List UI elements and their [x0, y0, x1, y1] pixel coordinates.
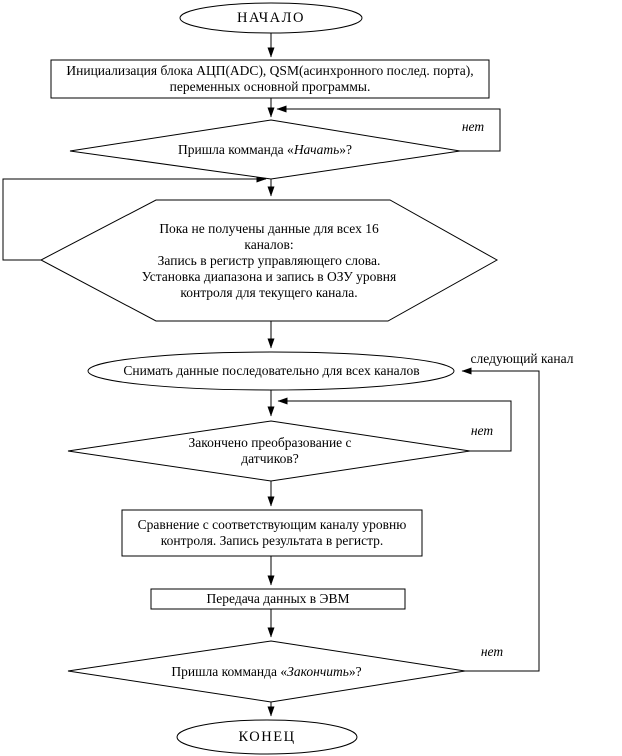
loop-next-channel — [461, 367, 540, 672]
end-terminator-shape — [176, 719, 358, 755]
hex-line-4: Установка диапазона и запись в ОЗУ уровн… — [141, 268, 397, 284]
decision-conversion-label: Закончено преобразование с датчиков? — [68, 421, 472, 481]
decision-start-word: Начать — [293, 141, 340, 157]
transmit-process-shape — [150, 588, 406, 610]
preparation-hexagon-label: Пока не получены данные для всех 16 кана… — [41, 200, 497, 321]
no-label-conversion: нет — [470, 423, 494, 438]
decision-conversion-shape — [67, 420, 471, 482]
decision-start-prefix: Пришла комманда « — [178, 141, 294, 157]
hex-line-3: Запись в регистр управляющего слова. — [157, 252, 381, 268]
compare-line-1: Сравнение с соответствующим каналу уровн… — [137, 517, 407, 532]
conversion-line-1: Закончено преобразование с — [188, 435, 352, 450]
acquire-ellipse-shape — [87, 351, 455, 391]
hex-line-1: Пока не получены данные для всех 16 — [159, 220, 379, 236]
init-line-1: Инициализация блока АЦП(ADC), QSM(асинхр… — [66, 63, 474, 78]
start-terminator-shape — [179, 2, 363, 34]
conversion-line-2: датчиков? — [241, 451, 299, 466]
no-label-start: нет — [461, 119, 485, 134]
decision-finish-label: Пришла комманда «Закончить»? — [68, 641, 465, 702]
hex-line-5: контроля для текущего канала. — [180, 284, 358, 300]
decision-finish-prefix: Пришла комманда « — [171, 663, 288, 679]
loop-no-conversion — [277, 397, 512, 452]
no-label-finish: нет — [480, 644, 504, 659]
acquire-ellipse-label: Снимать данные последовательно для всех … — [123, 363, 420, 378]
decision-finish-shape — [67, 640, 466, 703]
compare-line-2: контроля. Запись результата в регистр. — [160, 533, 384, 548]
hex-line-2: каналов: — [244, 236, 294, 252]
decision-start-suffix: »? — [339, 141, 352, 157]
transmit-process-label: Передача данных в ЭВМ — [206, 591, 350, 606]
next-channel-label: следующий канал — [470, 350, 574, 366]
init-line-2: переменных основной программы. — [169, 79, 371, 94]
preparation-hexagon-shape — [39, 199, 499, 322]
compare-process-shape — [121, 509, 423, 557]
start-terminator-label: НАЧАЛО — [237, 10, 305, 26]
decision-finish-suffix: »? — [348, 663, 362, 679]
decision-start-shape — [69, 119, 461, 180]
end-terminator-label: КОНЕЦ — [238, 729, 296, 745]
loop-no-start — [276, 105, 501, 152]
decision-start-label: Пришла комманда «Начать»? — [70, 120, 460, 179]
compare-process-label: Сравнение с соответствующим каналу уровн… — [122, 510, 422, 556]
decision-finish-word: Закончить — [287, 663, 349, 679]
init-process-label: Инициализация блока АЦП(ADC), QSM(асинхр… — [51, 60, 489, 98]
init-process-shape — [50, 59, 490, 99]
loop-hexagon-repeat — [2, 175, 267, 261]
